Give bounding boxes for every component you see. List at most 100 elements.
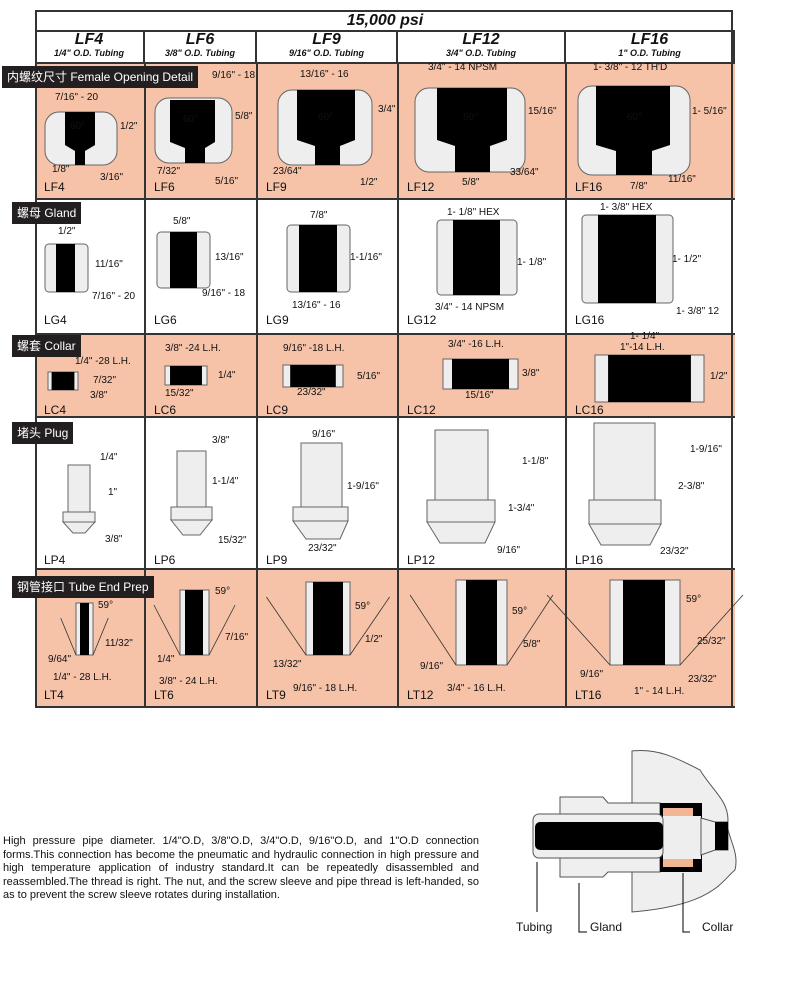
dimension-label: 59°	[98, 600, 114, 611]
dimension-label: 1- 5/16"	[692, 106, 727, 117]
column-tubing-size: 1" O.D. Tubing	[618, 48, 681, 58]
column-divider	[144, 570, 146, 708]
column-divider	[565, 570, 567, 708]
dimension-label: 13/32"	[273, 659, 302, 670]
thread-cavity	[437, 88, 507, 140]
dimension-label: 15/16"	[465, 390, 494, 401]
dimension-label: 1/4"	[218, 370, 236, 381]
part-code: LG9	[266, 313, 289, 327]
dimension-label: 5/8"	[235, 111, 253, 122]
thread-cavity	[170, 100, 215, 142]
part-code: LP6	[154, 553, 176, 567]
bore	[185, 142, 205, 163]
dimension-label: 5/8"	[173, 216, 191, 227]
column-divider	[256, 418, 258, 570]
part-code: LC16	[575, 403, 604, 417]
part-code: LF6	[154, 180, 175, 194]
part-code: LF4	[44, 180, 65, 194]
dimension-label: 3/8"	[212, 435, 230, 446]
dimension-label: 13/16" - 16	[292, 300, 341, 311]
collar-thread	[290, 365, 336, 387]
dimension-label: 13/16"	[215, 252, 244, 263]
collar-thread	[452, 359, 509, 389]
dimension-label: 23/32"	[297, 387, 326, 398]
plug-cone	[426, 521, 496, 544]
part-code: LG16	[575, 313, 605, 327]
tube-bore	[313, 582, 343, 655]
bore	[315, 140, 340, 165]
column-tubing-size: 9/16" O.D. Tubing	[288, 48, 365, 58]
dimension-label: 3/4" -16 L.H.	[448, 339, 504, 350]
column-divider	[144, 335, 146, 418]
dimension-label: 3/4" - 14 NPSM	[435, 302, 505, 313]
tubing-bore	[535, 822, 663, 850]
part-code: LT12	[407, 688, 434, 702]
dimension-label: 1- 1/8"	[517, 257, 547, 268]
table-row	[35, 418, 735, 570]
thread-cavity	[596, 86, 670, 145]
part-code: LC6	[154, 403, 177, 417]
dimension-label: 23/32"	[688, 674, 717, 685]
cone-seat	[700, 817, 729, 856]
gland-bore	[598, 215, 656, 303]
row-category-label: 螺母 Gland	[12, 202, 82, 224]
collar-thread	[608, 355, 691, 402]
dimension-label: 5/8"	[523, 639, 541, 650]
row-category-label: 钢管接口 Tube End Prep	[12, 576, 154, 598]
column-code: LF12	[462, 31, 500, 48]
thread-cavity	[297, 90, 355, 140]
dimension-label: 9/16" - 18	[212, 70, 256, 81]
column-tubing-size: 3/8" O.D. Tubing	[164, 48, 236, 58]
dimension-label: 60°	[70, 121, 86, 132]
dimension-label: 5/8"	[462, 177, 480, 188]
part-code: LP16	[575, 553, 604, 567]
column-divider	[565, 64, 567, 200]
part-code: LG12	[407, 313, 437, 327]
dimension-label: 1"-14 L.H.	[620, 342, 665, 353]
dimension-label: 59°	[512, 606, 528, 617]
dimension-label: 3/4" - 16 L.H.	[447, 683, 506, 694]
dimension-label: 23/32"	[308, 543, 337, 554]
dimension-label: 7/16" - 20	[55, 92, 99, 103]
dimension-label: 13/16" - 16	[300, 69, 349, 80]
row-category-label: 螺套 Collar	[12, 335, 81, 357]
plug-cone	[169, 519, 214, 536]
dimension-label: 60°	[183, 114, 199, 125]
pressure-rating-title: 15,000 psi	[35, 10, 735, 32]
dimension-label: 15/32"	[218, 535, 247, 546]
dimension-label: 7/16"	[225, 632, 249, 643]
row-category-label: 堵头 Plug	[12, 422, 74, 444]
collar-bottom	[663, 859, 693, 867]
dimension-label: 59°	[215, 586, 231, 597]
dimension-label: 23/32"	[660, 546, 689, 557]
part-code: LT16	[575, 688, 602, 702]
dimension-label: 1/2"	[710, 371, 728, 382]
column-divider	[397, 418, 399, 570]
dimension-label: 1-1/8"	[522, 456, 549, 467]
part-code: LC9	[266, 403, 289, 417]
dimension-label: 3/8"	[90, 390, 108, 401]
dimension-label: 1- 1/2"	[672, 254, 702, 265]
column-divider	[144, 418, 146, 570]
dimension-label: 1/2"	[58, 226, 76, 237]
column-divider	[256, 200, 258, 335]
dimension-label: 1-3/4"	[508, 503, 535, 514]
dimension-label: 7/32"	[157, 166, 181, 177]
column-code: LF16	[630, 31, 669, 48]
collar-housing	[660, 803, 702, 872]
collar-thread	[170, 366, 202, 385]
dimension-label: 3/4" - 14 NPSM	[428, 62, 498, 73]
gland-label: Gland	[590, 920, 623, 934]
dimension-label: 60°	[627, 112, 643, 123]
dimension-label: 9/16"	[312, 429, 336, 440]
dimension-label: 7/8"	[630, 181, 648, 192]
tube-bore	[185, 590, 203, 655]
part-code: LF16	[575, 180, 603, 194]
angle-lines	[60, 617, 109, 656]
dimension-label: 7/16" - 20	[92, 291, 136, 302]
dimension-label: 3/8" - 24 L.H.	[159, 676, 218, 687]
gland-bore	[453, 220, 500, 295]
collar-label: Collar	[702, 920, 734, 934]
